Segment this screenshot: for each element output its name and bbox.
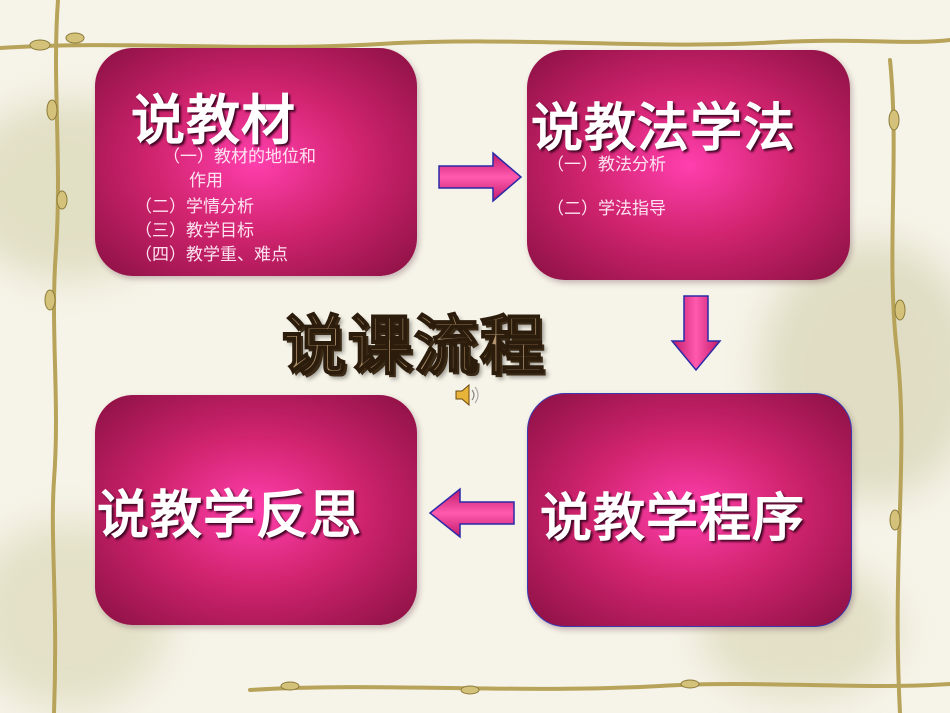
arrow-down-icon <box>670 295 722 372</box>
list-item: （一）教材的地位和 <box>163 147 316 167</box>
list-item: 作用 <box>189 171 223 191</box>
speaker-icon[interactable] <box>452 380 482 410</box>
box-teaching-methods[interactable]: 说教法学法 （一）教法分析 （二）学法指导 <box>527 50 850 280</box>
box-title-teaching-reflection: 说教学反思 <box>97 485 363 546</box>
box-title-teaching-methods: 说教法学法 <box>531 98 797 159</box>
list-item: （二）学法指导 <box>547 199 666 219</box>
arrow-left-icon <box>428 487 515 539</box>
slide-title: 说课流程 <box>281 308 546 385</box>
list-item: （一）教法分析 <box>547 155 666 175</box>
list-item: （三）教学目标 <box>135 221 254 241</box>
box-title-teaching-material: 说教材 <box>131 88 296 152</box>
box-teaching-reflection[interactable]: 说教学反思 <box>95 395 417 625</box>
box-teaching-material[interactable]: 说教材 （一）教材的地位和 作用 （二）学情分析 （三）教学目标 （四）教学重、… <box>95 48 417 276</box>
arrow-right-icon <box>438 151 523 203</box>
list-item: （二）学情分析 <box>135 197 254 217</box>
box-teaching-procedure[interactable]: 说教学程序 <box>527 393 852 627</box>
list-item: （四）教学重、难点 <box>135 245 288 265</box>
box-title-teaching-procedure: 说教学程序 <box>540 488 806 549</box>
